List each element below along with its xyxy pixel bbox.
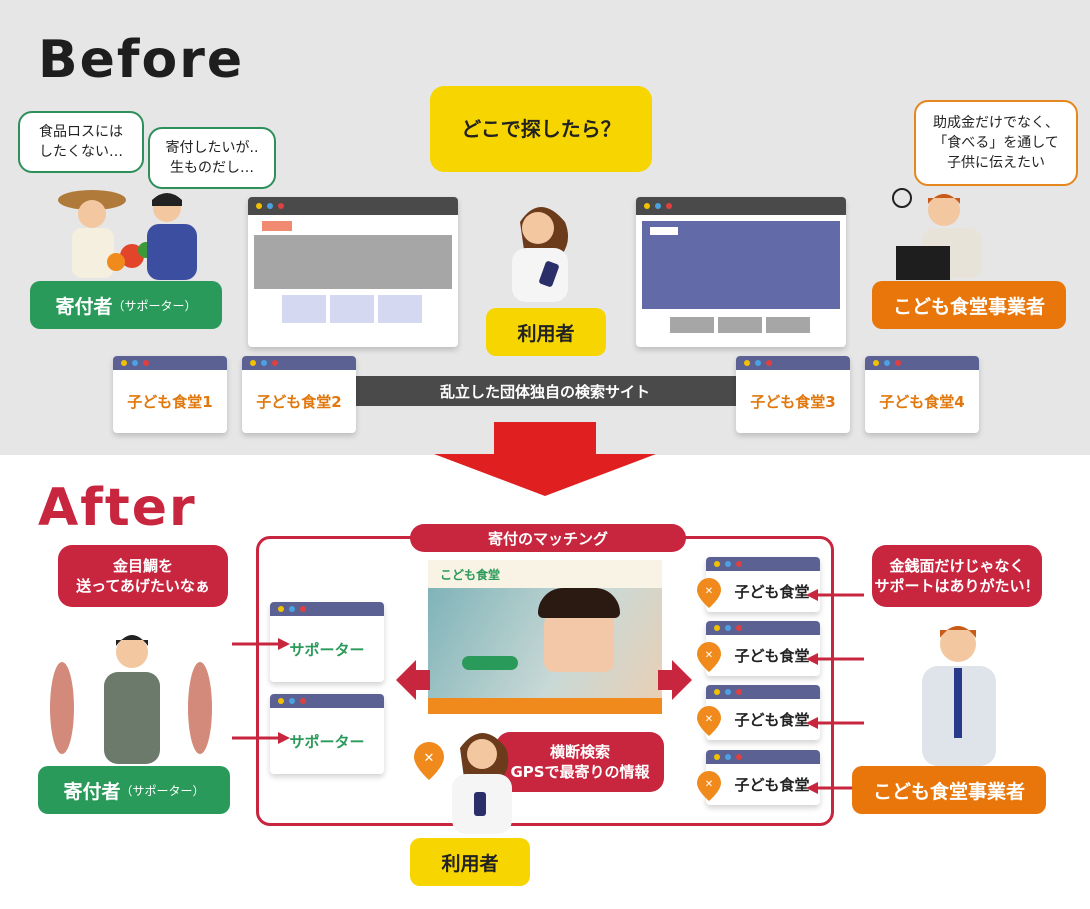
cafeteria-site-3: 子ども食堂3 [736,356,850,433]
cafeteria-site-label: 子ども食堂1 [113,370,227,433]
cafeteria-site-label: 子ども食堂3 [736,370,850,433]
arrow-to-cafeteria-3 [806,717,864,729]
cafeteria-site-label: 子ども食堂4 [865,370,979,433]
after-title: After [38,478,197,538]
arrow-to-cafeteria-1 [806,589,864,601]
donor-label-text: 寄付者 [63,777,120,804]
search-site-window-1 [248,197,458,347]
location-pin-icon: ✕ [697,642,721,672]
where-bubble: どこで探したら？ [430,86,652,172]
location-pin-icon: ✕ [414,742,444,780]
support-bubble: 金銭面だけじゃなく サポートはありがたい！ [872,545,1042,607]
location-pin-icon: ✕ [697,706,721,736]
confused-user-illustration [490,192,590,302]
svg-text:✕: ✕ [424,751,435,766]
arrow-to-supporter-2 [232,732,290,744]
fisherman-illustration [40,628,220,768]
worried-operator-illustration [882,180,1002,280]
cafeteria-label: 子ども食堂 [706,635,820,676]
cafeteria-window-3: 子ども食堂 [706,685,820,740]
arrow-to-cafeteria-2 [806,653,864,665]
user-label-before: 利用者 [486,308,606,356]
donor-label-sub: （サポーター） [121,782,205,799]
user-with-phone-illustration [432,726,532,834]
donor-label-before: 寄付者（サポーター） [30,281,222,329]
cafeteria-site-2: 子ども食堂2 [242,356,356,433]
food-loss-bubble: 食品ロスには したくない… [18,111,144,173]
cafeteria-window-4: 子ども食堂 [706,750,820,805]
fish-bubble: 金目鯛を 送ってあげたいなぁ [58,545,228,607]
operator-illustration [902,618,1012,768]
svg-text:✕: ✕ [705,714,713,725]
operator-label-after: こども食堂事業者 [852,766,1046,814]
arrow-to-supporter-1 [232,638,290,650]
cafeteria-window-1: 子ども食堂 [706,557,820,612]
donor-label-sub: （サポーター） [113,297,197,314]
farmer-and-donor-illustration [52,180,212,280]
transition-arrow [434,422,656,496]
cafeteria-label: 子ども食堂 [706,571,820,612]
cafeteria-site-label: 子ども食堂2 [242,370,356,433]
cafeteria-label: 子ども食堂 [706,764,820,805]
platform-screenshot: こども食堂 [428,560,662,714]
svg-text:✕: ✕ [705,586,713,597]
before-title: Before [38,30,244,90]
location-pin-icon: ✕ [697,578,721,608]
svg-text:✕: ✕ [705,779,713,790]
subsidy-bubble: 助成金だけでなく、 「食べる」を通して 子供に伝えたい [914,100,1078,186]
location-pin-icon: ✕ [697,771,721,801]
user-label-after: 利用者 [410,838,530,886]
cafeteria-label: 子ども食堂 [706,699,820,740]
right-arrow [658,660,692,700]
cafeteria-site-1: 子ども食堂1 [113,356,227,433]
left-arrow [396,660,430,700]
donor-label-text: 寄付者 [55,292,112,319]
site-title: こども食堂 [440,566,500,583]
donor-label-after: 寄付者（サポーター） [38,766,230,814]
cafeteria-site-4: 子ども食堂4 [865,356,979,433]
operator-label-before: こども食堂事業者 [872,281,1066,329]
scattered-sites-banner: 乱立した団体独自の検索サイト [354,376,736,406]
svg-text:✕: ✕ [705,650,713,661]
search-site-window-2 [636,197,846,347]
matching-title: 寄付のマッチング [410,524,686,552]
cafeteria-window-2: 子ども食堂 [706,621,820,676]
